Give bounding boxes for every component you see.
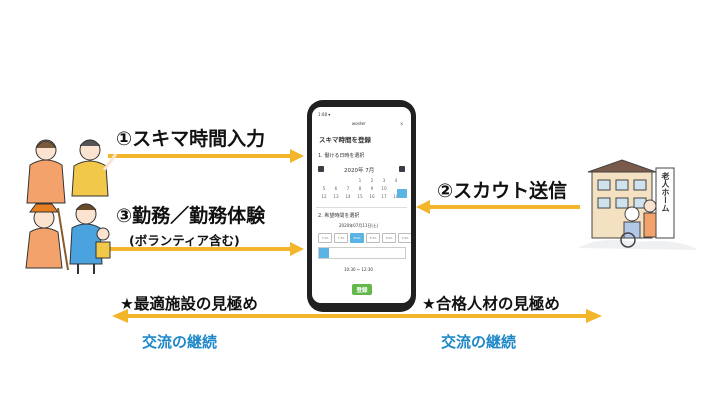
exchange-arrow-right-head — [586, 309, 602, 323]
arrow-step1-head — [290, 149, 304, 163]
app-name: worker — [352, 121, 366, 126]
continued-exchange-left: 交流の継続 — [142, 333, 218, 351]
step3-label: ③勤務／勤務体験 — [116, 205, 266, 227]
calendar-day — [330, 178, 342, 183]
close-icon[interactable]: × — [400, 121, 404, 126]
arrow-step2 — [428, 205, 580, 209]
selected-date: 2020年07月11日(土) — [339, 223, 379, 228]
calendar-day — [318, 178, 330, 183]
calendar-day[interactable]: 17 — [381, 194, 387, 199]
calendar-day[interactable]: 6 — [334, 186, 338, 191]
time-slider[interactable] — [318, 247, 406, 259]
time-chip[interactable]: 7:30 — [334, 233, 348, 243]
calendar-day[interactable]: 2 — [370, 178, 374, 183]
candidate-fit-label: ★合格人材の見極め — [422, 295, 560, 313]
calendar-day[interactable]: 10 — [381, 186, 387, 191]
exchange-arrow-left-head — [112, 309, 128, 323]
prev-month-button[interactable] — [318, 166, 324, 172]
calendar-day[interactable]: 12 — [321, 194, 327, 199]
time-chip[interactable]: 8:30 — [366, 233, 380, 243]
calendar-day — [342, 178, 354, 183]
section-time: 2. 希望時間を選択 — [318, 213, 360, 219]
time-chip[interactable]: 8:00 — [350, 233, 364, 243]
facility-sign: 老人ホーム — [661, 172, 670, 212]
page-title: スキマ時間を登録 — [319, 136, 371, 144]
calendar-day[interactable]: 3 — [382, 178, 386, 183]
arrow-step3-head — [290, 242, 304, 256]
step2-label: ②スカウト送信 — [437, 180, 568, 202]
status-bar: 1:08 ▾ — [318, 112, 331, 117]
calendar-month: 2020年 7月 — [344, 168, 375, 174]
calendar-selected-day-highlight — [397, 189, 407, 198]
calendar-day[interactable]: 14 — [345, 194, 351, 199]
calendar-day[interactable]: 11 — [393, 186, 399, 191]
calendar-day[interactable]: 18 — [393, 194, 399, 199]
section-workdate: 1. 働ける日時を選択 — [318, 153, 365, 159]
time-slider-fill — [319, 248, 329, 258]
calendar-day[interactable]: 15 — [357, 194, 363, 199]
calendar-day[interactable]: 13 — [333, 194, 339, 199]
calendar-day[interactable]: 5 — [322, 186, 326, 191]
calendar-day[interactable]: 16 — [369, 194, 375, 199]
calendar-day[interactable]: 7 — [346, 186, 350, 191]
app-screen: 1:08 ▾ worker × スキマ時間を登録 1. 働ける日時を選択 202… — [312, 107, 411, 303]
next-month-button[interactable] — [399, 166, 405, 172]
time-range: 10:30 ~ 12:30 — [344, 267, 373, 272]
calendar-day[interactable]: 4 — [394, 178, 398, 183]
continued-exchange-right: 交流の継続 — [441, 333, 517, 351]
calendar-day[interactable]: 9 — [370, 186, 374, 191]
register-button[interactable]: 登録 — [352, 284, 372, 295]
time-chip[interactable]: 9:30 — [398, 233, 411, 243]
calendar-day[interactable]: 8 — [358, 186, 362, 191]
arrow-step1 — [108, 154, 292, 158]
facility-fit-label: ★最適施設の見極め — [120, 295, 258, 313]
calendar-day[interactable]: 1 — [358, 178, 362, 183]
step1-label: ①スキマ時間入力 — [116, 128, 266, 150]
time-chip[interactable]: 9:00 — [382, 233, 396, 243]
exchange-arrow — [126, 314, 588, 318]
arrow-step3 — [108, 247, 292, 251]
step3-sublabel: (ボランティア含む) — [129, 233, 240, 248]
smartphone-mockup: 1:08 ▾ worker × スキマ時間を登録 1. 働ける日時を選択 202… — [307, 100, 416, 312]
divider — [316, 207, 407, 208]
arrow-step2-head — [416, 200, 430, 214]
time-chip[interactable]: 7:00 — [318, 233, 332, 243]
